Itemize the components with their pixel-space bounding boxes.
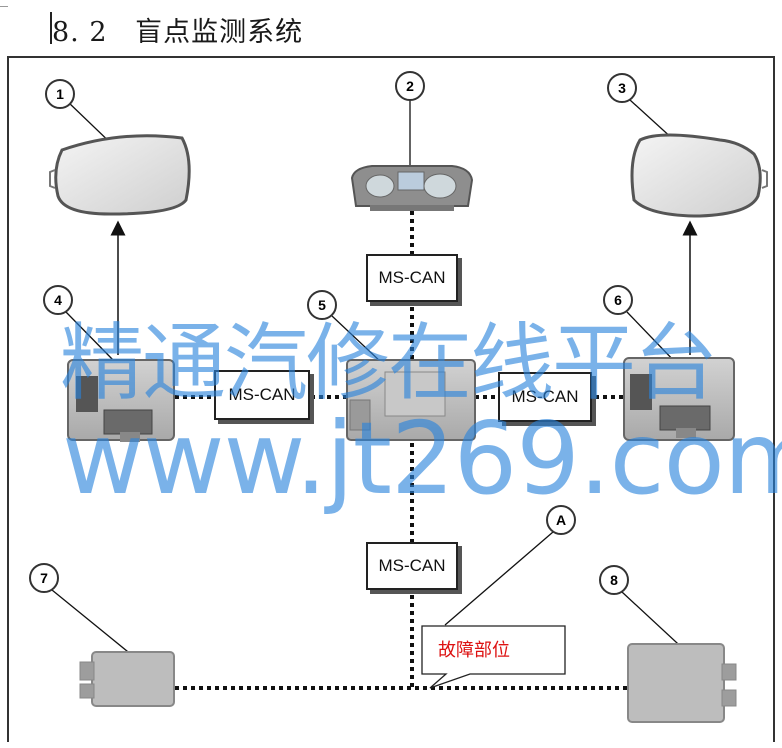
left-mirror bbox=[49, 134, 191, 216]
svg-text:1: 1 bbox=[56, 86, 64, 102]
ms-can-label-left: MS-CAN bbox=[214, 370, 310, 420]
svg-text:A: A bbox=[556, 512, 566, 528]
svg-text:7: 7 bbox=[40, 570, 48, 586]
left-blind-spot-module bbox=[67, 359, 175, 442]
central-control-module bbox=[346, 359, 476, 441]
right-radar-sensor bbox=[627, 643, 737, 723]
fault-callout-bubble bbox=[421, 625, 566, 689]
callout-3: 3 bbox=[607, 73, 637, 103]
callout-A: A bbox=[546, 505, 576, 535]
callout-5: 5 bbox=[307, 290, 337, 320]
callout-6: 6 bbox=[603, 285, 633, 315]
ms-can-label-top: MS-CAN bbox=[366, 254, 458, 302]
instrument-cluster bbox=[350, 165, 474, 211]
left-radar-sensor bbox=[79, 651, 175, 707]
callout-8: 8 bbox=[599, 565, 629, 595]
ms-can-label-bottom: MS-CAN bbox=[366, 542, 458, 590]
svg-text:2: 2 bbox=[406, 78, 414, 94]
section-heading: 盲点监测系统 bbox=[135, 17, 304, 48]
svg-text:8: 8 bbox=[610, 572, 618, 588]
svg-text:6: 6 bbox=[614, 292, 622, 308]
corner-mark bbox=[0, 6, 8, 7]
diagram-frame bbox=[7, 56, 775, 742]
callout-1: 1 bbox=[45, 79, 75, 109]
svg-text:4: 4 bbox=[54, 292, 62, 308]
right-mirror bbox=[630, 133, 768, 218]
callout-4: 4 bbox=[43, 285, 73, 315]
callout-group: 1 2 3 4 5 6 7 8 A bbox=[29, 71, 637, 595]
section-number: 8. 2 bbox=[52, 17, 108, 48]
callout-2: 2 bbox=[395, 71, 425, 101]
svg-text:3: 3 bbox=[618, 80, 626, 96]
svg-text:5: 5 bbox=[318, 297, 326, 313]
right-blind-spot-module bbox=[623, 357, 735, 441]
ms-can-label-right: MS-CAN bbox=[498, 372, 592, 422]
callout-7: 7 bbox=[29, 563, 59, 593]
section-title: 8. 2 盲点监测系统 bbox=[52, 10, 303, 49]
title-bar bbox=[50, 12, 52, 44]
fault-location-text: 故障部位 bbox=[438, 640, 510, 661]
